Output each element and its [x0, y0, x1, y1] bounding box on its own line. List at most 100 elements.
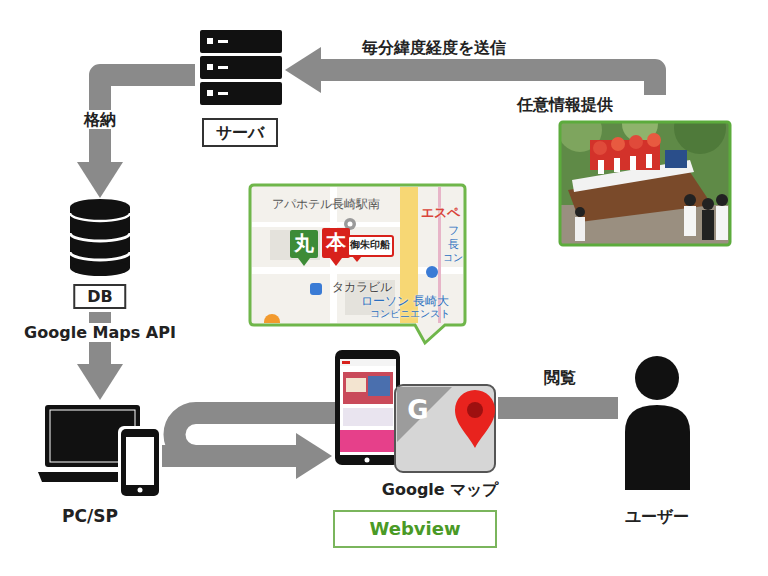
user-icon	[625, 356, 690, 490]
edge-label: 毎分緯度経度を送信	[362, 38, 506, 57]
edge-label: Google Maps API	[21, 323, 179, 342]
festival-photo-part-part	[575, 217, 585, 241]
device-node: PC/SP	[40, 400, 162, 528]
map-callout-part-part	[252, 222, 400, 227]
map-marker-text: 本	[326, 230, 346, 254]
server-icon-part	[207, 90, 213, 96]
pc-sp-icon-part	[138, 488, 143, 493]
festival-photo-part-part	[630, 156, 636, 170]
server-icon-part	[218, 66, 228, 69]
map-text: コン	[443, 252, 463, 264]
smartphone-icon	[335, 350, 400, 465]
festival-photo-part-part	[716, 194, 728, 206]
google-maps-icon-part	[397, 387, 452, 442]
festival-photo-part-part	[702, 198, 714, 210]
map-callout-part	[252, 187, 463, 323]
database-icon	[70, 199, 130, 276]
database-icon-part	[70, 207, 130, 268]
smartphone-icon-part	[343, 408, 393, 426]
festival-photo-part-part	[674, 122, 726, 154]
map-text: エスペ	[421, 205, 460, 221]
database-icon-part	[70, 233, 130, 241]
server-icon-part	[200, 82, 282, 105]
connector-band	[162, 445, 298, 467]
device-label: PC/SP	[62, 506, 118, 526]
festival-photo-part	[560, 122, 730, 245]
map-callout-part-part	[264, 314, 280, 323]
map-callout-part-part	[290, 230, 318, 258]
database-label: DB	[73, 284, 126, 309]
map-callout-part-part	[298, 258, 310, 266]
server-node: サーバ	[195, 28, 285, 150]
festival-photo-part-part	[646, 154, 652, 168]
festival-photo-part-part	[684, 194, 696, 206]
server-label: サーバ	[202, 118, 278, 147]
festival-photo-part	[560, 122, 730, 245]
server-icon-part	[200, 30, 282, 53]
arrow-head	[77, 162, 123, 198]
server-icon-part	[218, 40, 228, 43]
map-marker-text: 丸	[294, 231, 314, 255]
festival-photo-part-part	[598, 160, 604, 174]
info-label: 任意情報提供	[517, 95, 613, 114]
edge-label: 格納	[81, 110, 119, 129]
pc-sp-icon	[38, 405, 162, 499]
map-callout-part-part	[310, 283, 322, 295]
smartphone-icon-part	[342, 361, 350, 364]
photo-node: 任意情報提供	[500, 95, 732, 247]
smartphone-icon-part	[340, 359, 396, 455]
pc-sp-icon-part	[118, 426, 162, 499]
map-text: コンビニエンスト	[370, 308, 450, 320]
smartphone-icon-part	[340, 430, 396, 452]
festival-photo	[558, 102, 730, 245]
map-text: アパホテル長崎駅南	[272, 197, 380, 211]
map-callout-part	[250, 185, 465, 343]
connector	[162, 433, 332, 479]
map-callout-part-part	[352, 256, 362, 262]
webview-node: Google マップWebview	[332, 346, 498, 550]
smartphone-icon-part	[368, 376, 390, 396]
pc-sp-icon-part	[121, 429, 159, 496]
festival-photo-part-part	[614, 158, 620, 172]
festival-photo-part-part	[684, 206, 696, 236]
map-callout-part-part	[322, 228, 350, 258]
smartphone-icon-part	[346, 378, 366, 392]
map-callout-part-part	[348, 222, 353, 227]
smartphone-icon-part	[365, 458, 370, 463]
map-marker-text: 御朱印船	[350, 239, 390, 251]
user-node: ユーザー	[618, 352, 696, 530]
google-maps-icon-part	[395, 385, 495, 472]
arrow-head	[285, 47, 321, 93]
arrow-head	[77, 364, 123, 400]
google-maps-icon	[395, 385, 495, 472]
festival-photo-part-part	[702, 210, 714, 240]
server-icon-part	[218, 92, 228, 95]
festival-photo-part-part	[629, 135, 643, 149]
google-maps-icon-part	[455, 390, 495, 448]
map-callout-part-part	[330, 258, 342, 266]
database-icon-part	[70, 252, 130, 260]
festival-photo-part-part	[575, 207, 585, 217]
pc-sp-icon-part	[126, 437, 154, 485]
smartphone-icon-part	[340, 359, 396, 366]
festival-photo-part-part	[647, 133, 661, 147]
map-text: フ	[448, 224, 459, 237]
database-icon-part	[70, 199, 130, 215]
map-callout-part-part	[348, 236, 393, 256]
database-icon-part	[70, 260, 130, 276]
icon-letter: G	[407, 395, 428, 426]
connector-band	[498, 397, 618, 419]
google-maps-icon-part	[467, 402, 483, 418]
map-callout-part-part	[426, 266, 438, 278]
festival-photo-part-part	[716, 206, 728, 240]
festival-photo-part-part	[593, 141, 607, 155]
webview-label: Webview	[333, 510, 497, 548]
connector	[498, 408, 618, 409]
map-text: タカラビル	[332, 280, 392, 294]
user-icon-part	[625, 405, 690, 490]
map-callout-part	[250, 185, 465, 343]
edge-label: 閲覧	[544, 368, 576, 387]
database-icon-part	[70, 213, 130, 221]
database-node: DB	[68, 198, 132, 312]
